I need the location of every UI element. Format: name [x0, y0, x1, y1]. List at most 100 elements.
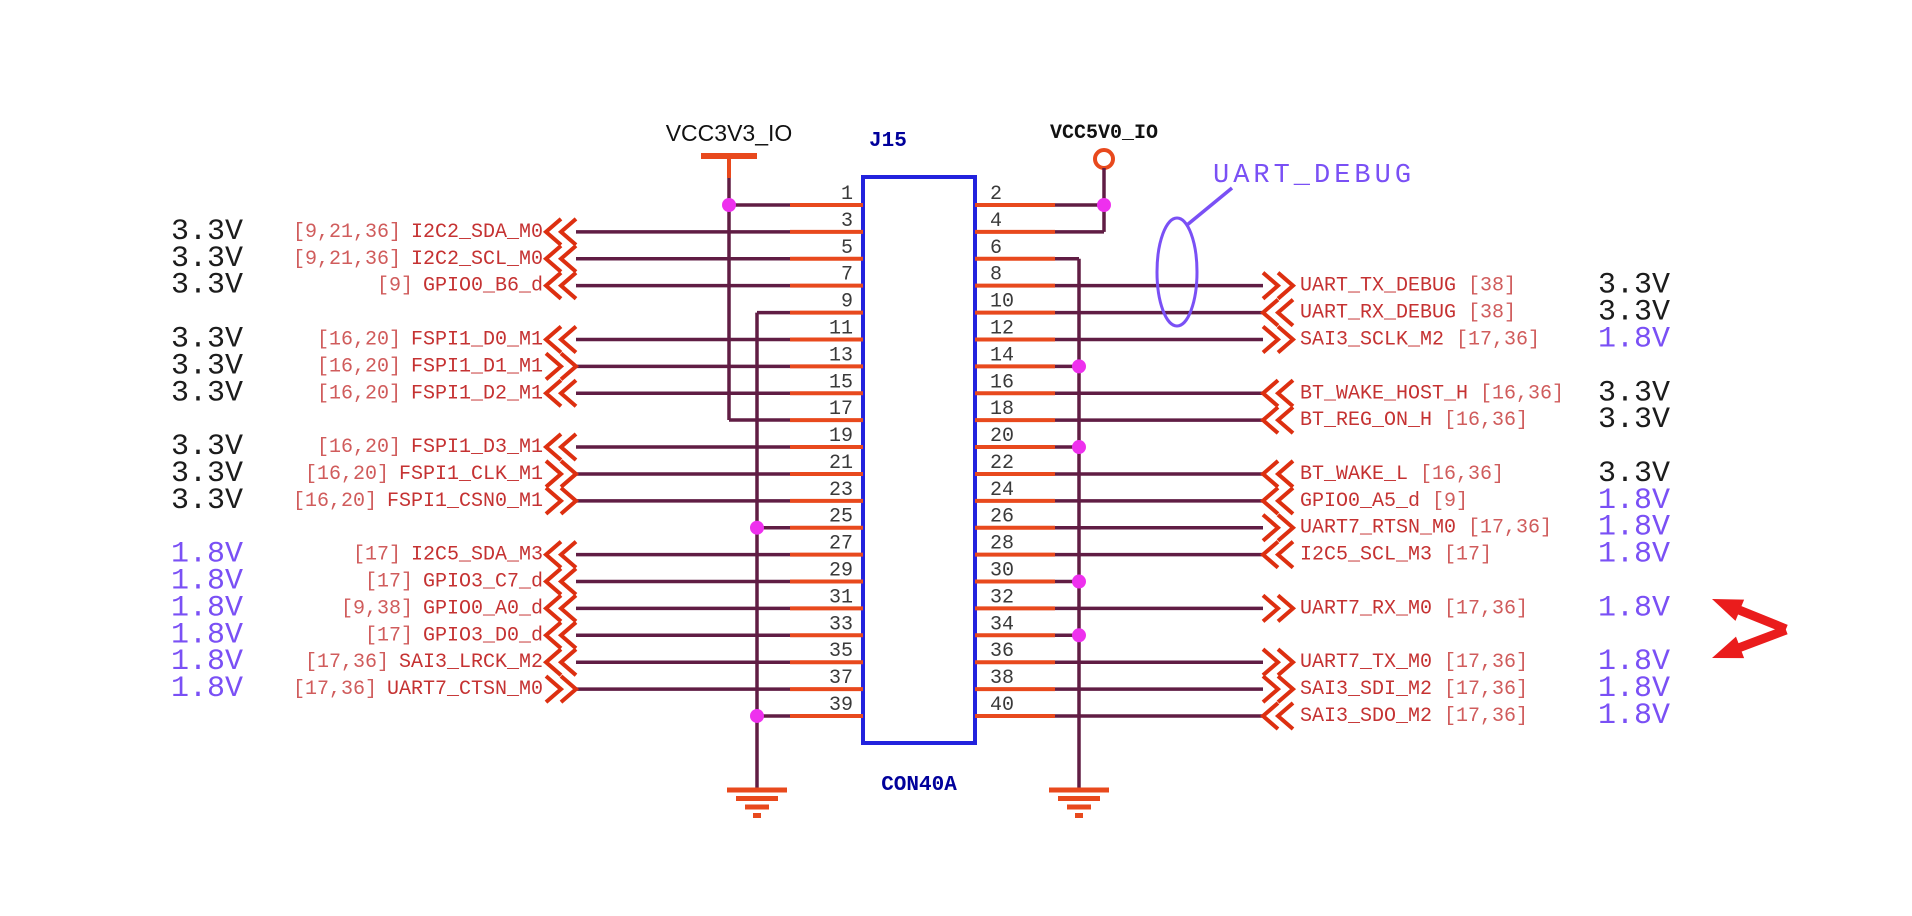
- annotation-arrowhead-icon: [1712, 599, 1745, 621]
- voltage-label: 3.3V: [1598, 403, 1670, 437]
- net-label: [16,20]FSPI1_D1_M1: [317, 355, 543, 378]
- voltage-label: 3.3V: [171, 349, 243, 383]
- pin-number: 28: [990, 533, 1014, 556]
- port-in-icon: [542, 647, 578, 677]
- voltage-label: 1.8V: [171, 672, 243, 706]
- pin-number: 22: [990, 452, 1014, 475]
- net-label: [17,36]UART7_CTSN_M0: [293, 678, 543, 701]
- voltage-label: 3.3V: [1598, 457, 1670, 491]
- annotation-arrowhead-icon: [1712, 636, 1745, 659]
- pin-number: 31: [829, 586, 853, 609]
- pin-number: 32: [990, 586, 1014, 609]
- uart-debug-label: UART_DEBUG: [1213, 161, 1415, 191]
- port-in-icon: [1259, 540, 1295, 570]
- port-in-icon: [542, 540, 578, 570]
- junction-dot: [1097, 198, 1111, 212]
- vcc3v3-io-label: VCC3V3_IO: [666, 120, 793, 146]
- port-out-icon: [1261, 271, 1297, 301]
- pin-number: 2: [990, 183, 1002, 206]
- junction-dot: [722, 198, 736, 212]
- voltage-label: 1.8V: [171, 645, 243, 679]
- voltage-label: 3.3V: [171, 457, 243, 491]
- net-label: [16,20]FSPI1_CLK_M1: [305, 462, 543, 485]
- port-in-icon: [1259, 701, 1295, 731]
- pin-number: 21: [829, 452, 853, 475]
- net-label: GPIO0_A5_d[9]: [1300, 489, 1468, 512]
- voltage-label: 1.8V: [171, 565, 243, 599]
- port-in-icon: [542, 567, 578, 597]
- pin-number: 16: [990, 371, 1014, 394]
- port-in-icon: [542, 324, 578, 354]
- port-out-icon: [544, 486, 580, 516]
- pin-number: 40: [990, 694, 1014, 717]
- port-in-icon: [1259, 298, 1295, 328]
- pin-number: 19: [829, 425, 853, 448]
- connector-part-label: CON40A: [881, 774, 957, 797]
- pin-number: 14: [990, 344, 1014, 367]
- port-out-icon: [544, 674, 580, 704]
- net-label: UART7_RX_M0[17,36]: [1300, 597, 1528, 620]
- pin-number: 15: [829, 371, 853, 394]
- voltage-label: 1.8V: [1598, 591, 1670, 625]
- port-in-icon: [542, 378, 578, 408]
- pin-number: 10: [990, 291, 1014, 314]
- pin-number: 7: [841, 264, 853, 287]
- junction-dot: [1072, 359, 1086, 374]
- port-out-icon: [544, 459, 580, 489]
- voltage-label: 3.3V: [171, 269, 243, 303]
- pin-number: 6: [990, 237, 1002, 260]
- pin-number: 12: [990, 317, 1014, 340]
- annotation-arrow: [1734, 625, 1788, 654]
- uart-debug-leader-line: [1185, 186, 1234, 227]
- port-out-icon: [1261, 647, 1297, 677]
- net-label: [17]I2C5_SDA_M3: [353, 543, 543, 566]
- uart-debug-ellipse-icon: [1155, 216, 1199, 328]
- voltage-label: 1.8V: [171, 618, 243, 652]
- pin-number: 11: [829, 317, 853, 340]
- voltage-label: 3.3V: [1598, 376, 1670, 410]
- pin-number: 24: [990, 479, 1014, 502]
- junction-dot: [1072, 628, 1086, 643]
- port-in-icon: [542, 271, 578, 301]
- voltage-label: 3.3V: [171, 215, 243, 249]
- voltage-label: 3.3V: [171, 484, 243, 518]
- net-label: UART_TX_DEBUG[38]: [1300, 274, 1516, 297]
- vcc5v0-io-label: VCC5V0_IO: [1050, 122, 1158, 145]
- net-label: [16,20]FSPI1_D3_M1: [317, 436, 543, 459]
- pin-number: 13: [829, 344, 853, 367]
- net-label: [16,20]FSPI1_D2_M1: [317, 382, 543, 405]
- connector-refdes: J15: [869, 130, 907, 153]
- port-out-icon: [1261, 324, 1297, 354]
- pin-number: 20: [990, 425, 1014, 448]
- voltage-label: 1.8V: [1598, 645, 1670, 679]
- pin-number: 30: [990, 560, 1014, 583]
- junction-dot: [750, 708, 764, 723]
- pin-number: 39: [829, 694, 853, 717]
- port-out-icon: [1261, 513, 1297, 543]
- net-label: [16,20]FSPI1_CSN0_M1: [293, 489, 543, 512]
- connector-body: [861, 175, 977, 745]
- net-label: SAI3_SDO_M2[17,36]: [1300, 704, 1528, 727]
- voltage-label: 1.8V: [1598, 672, 1670, 706]
- port-out-icon: [1261, 593, 1297, 623]
- pin-number: 36: [990, 640, 1014, 663]
- voltage-label: 3.3V: [171, 242, 243, 276]
- pin-number: 4: [990, 210, 1002, 233]
- port-in-icon: [1259, 486, 1295, 516]
- voltage-label: 1.8V: [1598, 511, 1670, 545]
- pin-number: 1: [841, 183, 853, 206]
- voltage-label: 3.3V: [171, 430, 243, 464]
- net-label: [9,21,36]I2C2_SCL_M0: [293, 247, 543, 270]
- junction-dot: [1072, 440, 1086, 455]
- pin-number: 18: [990, 398, 1014, 421]
- net-label: UART7_RTSN_M0[17,36]: [1300, 516, 1552, 539]
- voltage-label: 3.3V: [171, 376, 243, 410]
- port-in-icon: [542, 244, 578, 274]
- voltage-label: 3.3V: [1598, 269, 1670, 303]
- net-label: [9,38]GPIO0_A0_d: [341, 597, 543, 620]
- pin-number: 29: [829, 560, 853, 583]
- port-in-icon: [542, 593, 578, 623]
